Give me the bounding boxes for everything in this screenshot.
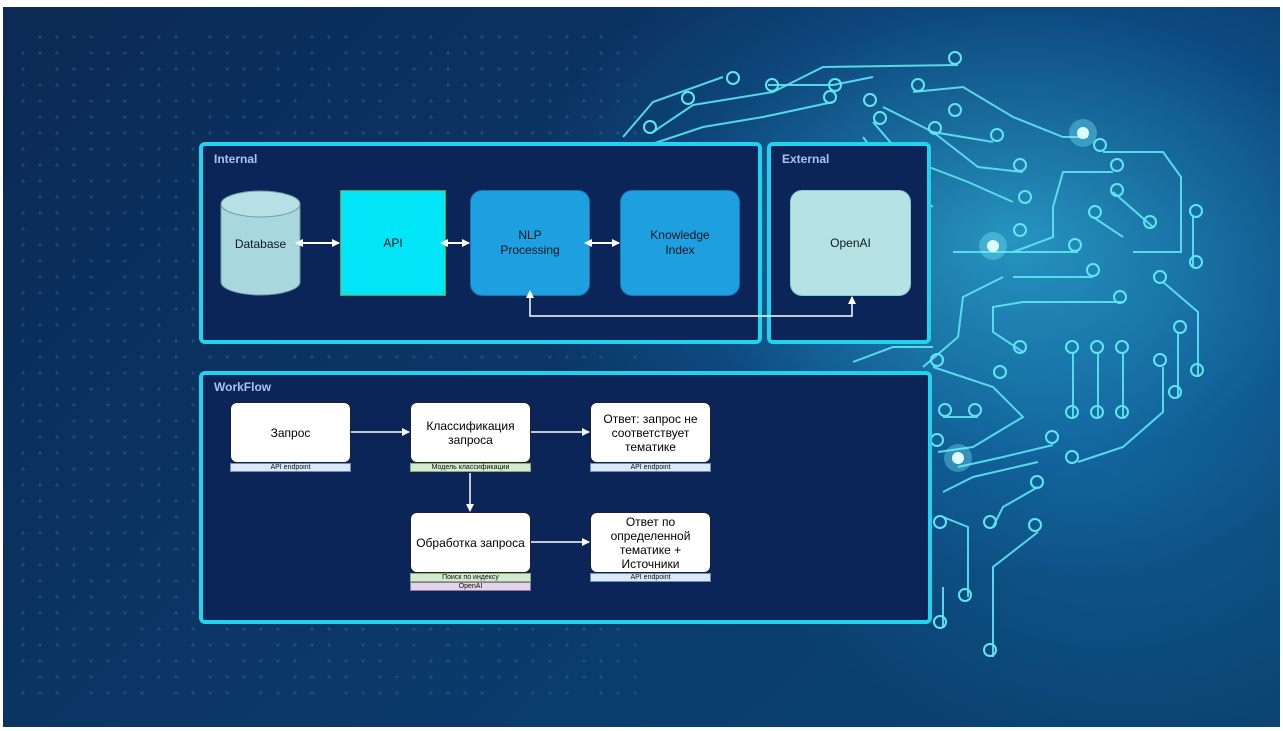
wf-classify-box[interactable]: Классификация запроса	[410, 402, 531, 463]
wf-process-tag-openai: OpenAI	[410, 582, 531, 591]
database-label: Database	[234, 237, 287, 251]
wf-offtopic-label: Ответ: запрос не соответствует тематике	[603, 411, 698, 454]
external-panel-title: External	[782, 152, 830, 166]
internal-panel-title: Internal	[214, 152, 258, 166]
database-node[interactable]: Database	[220, 190, 301, 296]
wf-answer-label: Ответ по определенной тематике + Источни…	[610, 514, 691, 571]
wf-classify-tag: Модель классификации	[410, 463, 531, 472]
knowledge-index-node[interactable]: Knowledge Index	[620, 190, 740, 296]
workflow-panel-title: WorkFlow	[214, 380, 272, 394]
wf-process-box[interactable]: Обработка запроса	[410, 512, 531, 573]
wf-process-label: Обработка запроса	[416, 535, 525, 550]
wf-offtopic-box[interactable]: Ответ: запрос не соответствует тематике	[590, 402, 711, 463]
wf-request-label: Запрос	[270, 425, 311, 440]
api-node[interactable]: API	[340, 190, 446, 296]
nlp-processing-node[interactable]: NLP Processing	[470, 190, 590, 296]
wf-request-box[interactable]: Запрос	[230, 402, 351, 463]
api-label: API	[383, 235, 403, 250]
openai-node[interactable]: OpenAI	[790, 190, 911, 296]
wf-offtopic-tag: API endpoint	[590, 463, 711, 472]
nlp-processing-label: NLP Processing	[500, 228, 560, 257]
wf-answer-box[interactable]: Ответ по определенной тематике + Источни…	[590, 512, 711, 573]
wf-answer-tag: API endpoint	[590, 573, 711, 582]
openai-label: OpenAI	[830, 235, 871, 250]
knowledge-index-label: Knowledge Index	[650, 228, 710, 257]
wf-request-tag: API endpoint	[230, 463, 351, 472]
wf-classify-label: Классификация запроса	[426, 418, 515, 447]
wf-process-tag-search: Поиск по индексу	[410, 573, 531, 582]
